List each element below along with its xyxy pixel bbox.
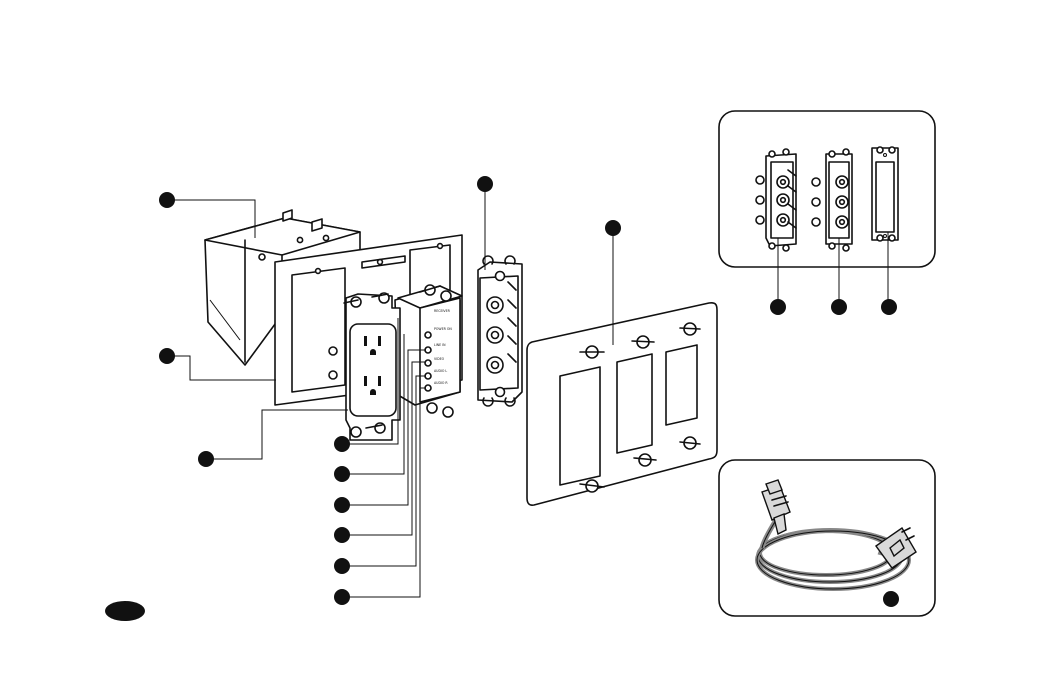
- label-audio-r: AUDIO R: [434, 381, 448, 385]
- label-receiver: RECEIVER: [434, 309, 451, 313]
- option-plate-a: [756, 149, 796, 251]
- page-tab-marker: [105, 601, 145, 621]
- callout-dot-triple-plate: [605, 220, 621, 236]
- callout-dot-option-b: [831, 299, 847, 315]
- power-cord-inset: [719, 460, 935, 616]
- callout-dot-back-box: [159, 192, 175, 208]
- callout-dot-option-a: [770, 299, 786, 315]
- callout-dot-3: [334, 497, 350, 513]
- callout-dot-2: [334, 466, 350, 482]
- callout-dot-6: [334, 589, 350, 605]
- label-video: VIDEO: [434, 357, 445, 361]
- callout-dot-av-plate: [477, 176, 493, 192]
- iec-connector: [762, 480, 790, 534]
- callout-dot-1: [334, 436, 350, 452]
- option-plate-b: [812, 149, 852, 251]
- triple-wall-plate: [527, 303, 717, 505]
- plate-options-inset: [719, 111, 935, 306]
- callout-dot-power-cord: [883, 591, 899, 607]
- callout-dot-bracket: [159, 348, 175, 364]
- av-jack-plate: [478, 256, 522, 406]
- callout-dot-outlet: [198, 451, 214, 467]
- receiver-outlet-unit: RECEIVER POWER ON LINE IN VIDEO AUDIO L …: [344, 285, 462, 440]
- callout-dot-option-c: [881, 299, 897, 315]
- callout-dot-4: [334, 527, 350, 543]
- label-line-in: LINE IN: [434, 343, 446, 347]
- label-audio-l: AUDIO L: [434, 369, 447, 373]
- label-power-on: POWER ON: [434, 327, 452, 331]
- option-plate-c: [872, 147, 898, 241]
- callout-dot-5: [334, 558, 350, 574]
